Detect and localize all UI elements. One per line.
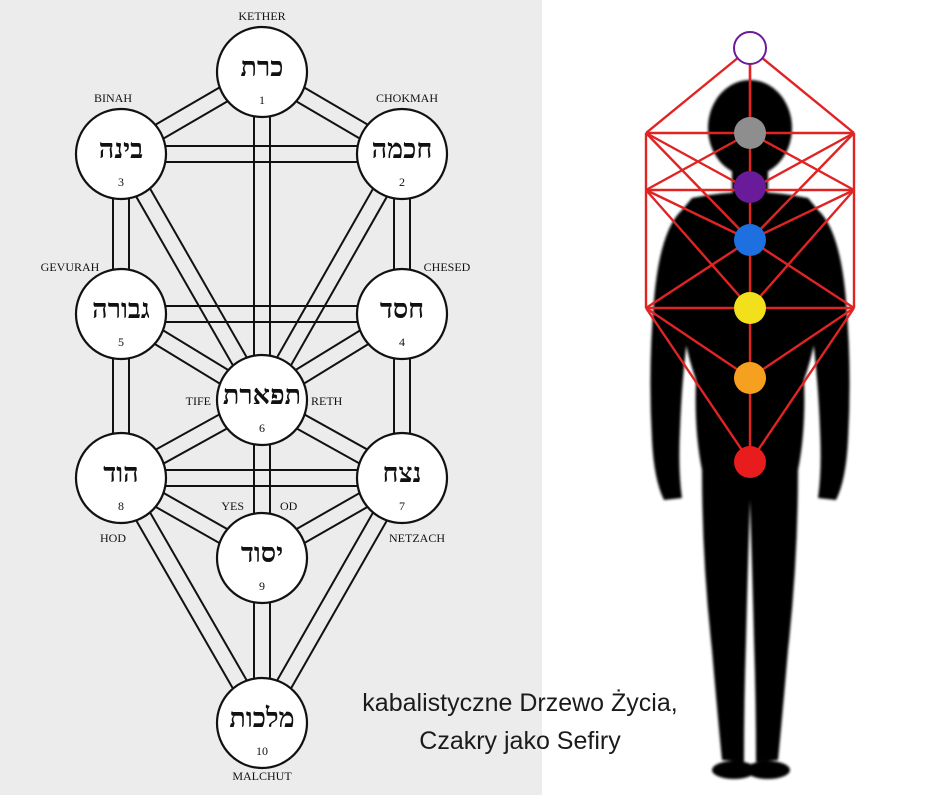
- merkaba-line: [749, 307, 855, 379]
- chakra-body-panel: [542, 0, 937, 795]
- chakra-body-figure: [644, 31, 856, 779]
- merkaba-line: [749, 132, 855, 241]
- merkaba-line: [645, 188, 751, 242]
- merkaba-line: [645, 238, 751, 310]
- merkaba-line: [645, 132, 751, 241]
- sefira-number: 7: [399, 499, 405, 513]
- sefira-circle: [215, 676, 309, 770]
- sefira-3: בינה 3 BINAH: [74, 91, 168, 201]
- sefira-hebrew: גבורה: [92, 294, 150, 324]
- path-8-10: [127, 473, 270, 720]
- chakra-gray: [734, 117, 766, 149]
- sefira-number: 9: [259, 579, 265, 593]
- sefira-hebrew: מלכות: [229, 703, 294, 733]
- merkaba-line: [749, 47, 855, 134]
- path-2-6: [254, 149, 396, 397]
- sefira-name: CHESED: [424, 260, 471, 274]
- sefira-name: CHOKMAH: [376, 91, 438, 105]
- sefira-name-left: YES: [221, 499, 244, 513]
- path-7-10: [268, 481, 410, 728]
- sefira-circle: [355, 267, 449, 361]
- sefira-hebrew: יסוד: [241, 538, 283, 568]
- sefira-number: 6: [259, 421, 265, 435]
- sefira-hebrew: תפארת: [223, 380, 301, 410]
- tree-nodes: כרת 1 KETHER חכמה 2 CHOKMAH בינה 3 BINAH חסד 4 CHES…: [41, 9, 471, 783]
- sefira-number: 2: [399, 175, 405, 189]
- path-8-10: [113, 481, 256, 728]
- merkaba-line: [749, 131, 855, 192]
- sefira-6: תפארת 6 TIFE RETH: [186, 353, 343, 447]
- sefira-name-right: RETH: [311, 394, 343, 408]
- caption-line-2: Czakry jako Sefiry: [419, 727, 621, 755]
- sefira-hebrew: כרת: [241, 52, 284, 82]
- caption: kabalistyczne Drzewo Życia, Czakry jako …: [330, 686, 710, 758]
- caption-line-1: kabalistyczne Drzewo Życia,: [362, 689, 678, 717]
- merkaba-line: [645, 189, 751, 309]
- merkaba-line: [645, 47, 751, 134]
- sefira-hebrew: נצח: [383, 458, 422, 488]
- sefira-hebrew: הוד: [103, 458, 138, 488]
- sefira-name-right: OD: [280, 499, 298, 513]
- sefira-number: 10: [256, 744, 268, 758]
- merkaba-line: [749, 238, 855, 310]
- sefira-name: NETZACH: [389, 531, 445, 545]
- path-3-6: [113, 157, 256, 405]
- sefira-hebrew: חכמה: [372, 134, 433, 164]
- sefira-circle: [355, 431, 449, 525]
- sefira-number: 4: [399, 335, 405, 349]
- chakra-orange: [734, 362, 766, 394]
- sefira-number: 5: [118, 335, 124, 349]
- sefira-number: 3: [118, 175, 124, 189]
- sefira-circle: [215, 511, 309, 605]
- sefira-circle: [74, 431, 168, 525]
- sefira-name-left: TIFE: [186, 394, 211, 408]
- sefira-2: חכמה 2 CHOKMAH: [355, 91, 449, 201]
- merkaba-line: [749, 307, 855, 463]
- sefira-circle: [355, 107, 449, 201]
- path-2-6: [268, 157, 410, 405]
- chakra-dots: [733, 31, 767, 478]
- sefira-name: KETHER: [238, 9, 285, 23]
- sefira-circle: [74, 267, 168, 361]
- sefira-circle: [215, 353, 309, 447]
- tree-of-life-diagram: כרת 1 KETHER חכמה 2 CHOKMAH בינה 3 BINAH חסד 4 CHES…: [41, 9, 471, 783]
- path-7-10: [254, 473, 396, 720]
- sefira-circle: [215, 25, 309, 119]
- chakra-crown-top: [733, 31, 767, 65]
- tree-of-life-panel: כרת 1 KETHER חכמה 2 CHOKMAH בינה 3 BINAH חסד 4 CHES…: [0, 0, 542, 795]
- chakra-blue: [734, 224, 766, 256]
- merkaba-line: [645, 307, 751, 379]
- path-3-6: [127, 149, 270, 397]
- sefira-number: 1: [259, 93, 265, 107]
- sefira-1: כרת 1 KETHER: [215, 9, 309, 119]
- sefira-5: גבורה 5 GEVURAH: [41, 260, 168, 361]
- sefira-hebrew: חסד: [380, 294, 424, 324]
- sefira-circle: [74, 107, 168, 201]
- sefira-name: MALCHUT: [232, 769, 292, 783]
- chakra-violet: [734, 171, 766, 203]
- sefira-name: BINAH: [94, 91, 132, 105]
- sefira-number: 8: [118, 499, 124, 513]
- sefira-name: HOD: [100, 531, 126, 545]
- sefira-9: יסוד 9 YES OD: [215, 499, 309, 605]
- sefira-hebrew: בינה: [99, 134, 143, 164]
- merkaba-line: [645, 307, 751, 463]
- merkaba-line: [749, 189, 855, 309]
- sefira-4: חסד 4 CHESED: [355, 260, 471, 361]
- sefira-name: GEVURAH: [41, 260, 100, 274]
- merkaba-line: [749, 188, 855, 242]
- merkaba-line: [645, 131, 751, 192]
- chakra-red: [734, 446, 766, 478]
- chakra-yellow: [734, 292, 766, 324]
